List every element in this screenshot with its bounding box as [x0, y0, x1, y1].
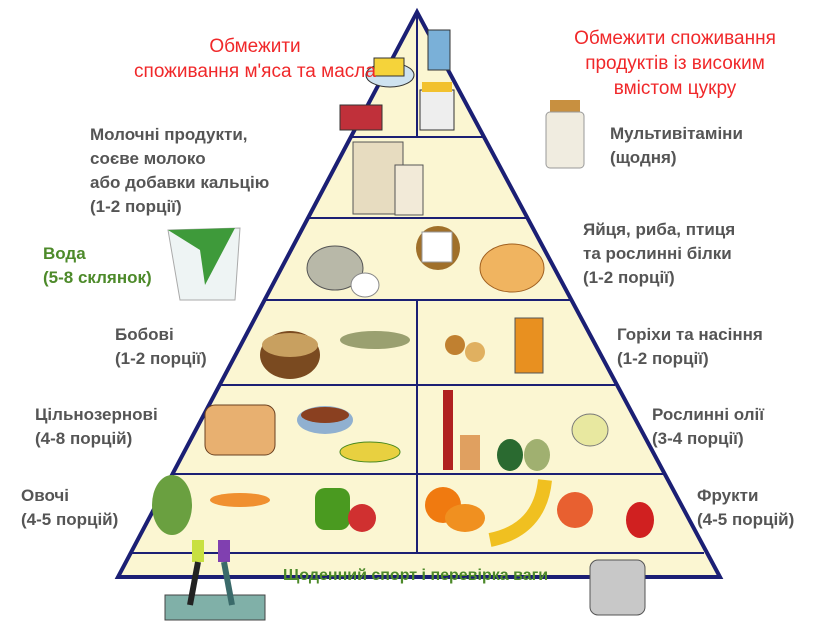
label-line: соєве молоко — [90, 149, 206, 168]
whole-grains-label: Цільнозернові (4-8 порцій) — [35, 403, 158, 451]
sweets-illustration — [419, 29, 455, 131]
water-pitcher-illustration — [167, 227, 241, 301]
limit-line: продуктів із високим — [585, 53, 765, 74]
label-line: (1-2 порції) — [617, 349, 709, 368]
fruits-illustration — [425, 479, 654, 547]
label-line: (4-5 порцій) — [697, 510, 795, 529]
label-line: Мультивітаміни — [610, 124, 743, 143]
legumes-illustration — [260, 331, 410, 379]
label-line: Горіхи та насіння — [617, 325, 763, 344]
protein-label: Яйця, риба, птиця та рослинні білки (1-2… — [583, 218, 735, 290]
oils-illustration — [443, 390, 609, 471]
water-label: Вода (5-8 склянок) — [43, 242, 152, 290]
limit-line: споживання м'яса та масла — [134, 61, 376, 82]
nuts-seeds-illustration — [445, 317, 544, 374]
exercise-illustration — [164, 540, 266, 621]
legumes-label: Бобові (1-2 порції) — [115, 323, 207, 371]
label-line: Цільнозернові — [35, 405, 158, 424]
vegetables-label: Овочі (4-5 порцій) — [21, 484, 118, 532]
multivitamin-bottle-illustration — [545, 100, 585, 169]
label-line: Вода — [43, 244, 86, 263]
limit-line: Обмежити споживання — [574, 28, 776, 49]
label-line: Яйця, риба, птиця — [583, 220, 736, 239]
label-line: (1-2 порції) — [583, 268, 675, 287]
pyramid-dividers — [130, 14, 704, 554]
fruits-label: Фрукти (4-5 порцій) — [697, 484, 794, 532]
label-line: (щодня) — [610, 148, 677, 167]
label-line: Овочі — [21, 486, 70, 505]
nuts-label: Горіхи та насіння (1-2 порції) — [617, 323, 763, 371]
dairy-label: Молочні продукти, соєве молоко або добав… — [90, 123, 269, 219]
butter-meat-illustration — [339, 57, 415, 131]
label-line: Молочні продукти, — [90, 125, 248, 144]
multivitamins-label: Мультивітаміни (щодня) — [610, 122, 743, 170]
scale-illustration — [589, 559, 646, 616]
base-exercise-label: Щоденний спорт і перевірка ваги — [283, 567, 549, 584]
label-line: (3-4 порції) — [652, 429, 744, 448]
vegetables-illustration — [152, 475, 376, 535]
label-line: Рослинні олії — [652, 405, 765, 424]
limit-sugar-note: Обмежити споживання продуктів із високим… — [535, 26, 815, 101]
label-line: Бобові — [115, 325, 174, 344]
oils-label: Рослинні олії (3-4 порції) — [652, 403, 764, 451]
label-line: (1-2 порції) — [90, 197, 182, 216]
dairy-supplements-illustration — [352, 141, 424, 216]
label-line: (5-8 склянок) — [43, 268, 152, 287]
grains-illustration — [204, 404, 401, 463]
label-line: або добавки кальцію — [90, 173, 270, 192]
limit-line: Обмежити — [209, 36, 301, 57]
limit-line: вмістом цукру — [613, 78, 737, 99]
protein-illustration — [306, 226, 545, 298]
label-line: (4-8 порцій) — [35, 429, 133, 448]
label-line: та рослинні білки — [583, 244, 732, 263]
label-line: (4-5 порцій) — [21, 510, 119, 529]
label-line: Фрукти — [697, 486, 759, 505]
limit-meat-butter-note: Обмежити споживання м'яса та масла — [130, 34, 380, 84]
label-line: (1-2 порції) — [115, 349, 207, 368]
